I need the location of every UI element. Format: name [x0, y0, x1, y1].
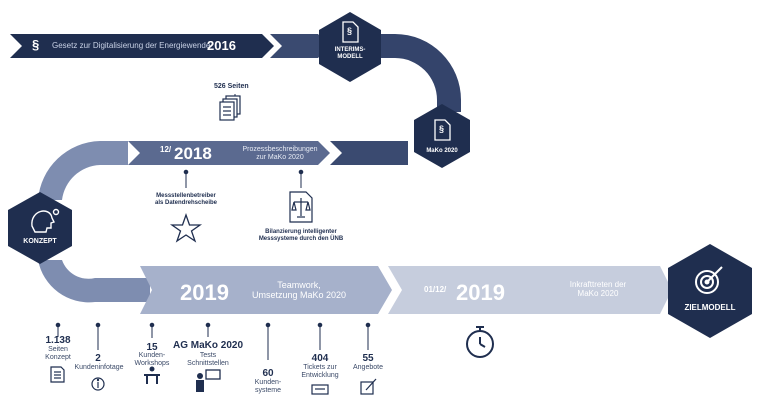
stat-404-value: 404 — [311, 353, 329, 364]
arrow-2016-link — [270, 34, 330, 58]
banner-2016-text: Gesetz zur Digitalisierung der Energiewe… — [52, 41, 211, 50]
stat-15-label: Kunden- Workshops — [134, 352, 170, 367]
stat-60-label: Kunden- systeme — [254, 379, 282, 394]
curve-upper-right — [370, 34, 461, 112]
curve-left — [38, 141, 128, 200]
stat-1138-label: Seiten Konzept — [45, 346, 71, 361]
arrow-2016 — [10, 34, 274, 58]
banner-2019-year: 2019 — [180, 280, 229, 305]
scales-document-icon — [289, 191, 313, 223]
workshop-icon — [144, 366, 160, 384]
ticket-icon — [311, 384, 329, 395]
hex-ziel — [668, 244, 752, 338]
mako-symbol: § — [439, 124, 445, 134]
pen-paper-icon — [360, 378, 377, 395]
banner-2018-year: 2018 — [174, 144, 212, 163]
stat-ag-label: Tests Schnittstellen — [187, 352, 229, 367]
banner-2019b-text: Inkrafttreten der MaKo 2020 — [569, 280, 627, 298]
stat-15-value: 15 — [146, 342, 158, 353]
arrow-2018 — [128, 141, 330, 165]
stat-ag-value: AG MaKo 2020 — [172, 340, 244, 351]
ziel-label: ZIELMODELL — [684, 303, 736, 312]
curve-left-lower — [38, 260, 150, 303]
documents-icon — [219, 95, 241, 121]
arrow-2019-b — [388, 266, 672, 314]
banner-2018-text: Prozessbeschreibungen zur MaKo 2020 — [242, 146, 318, 161]
banner-2019b-prefix: 01/12/ — [424, 285, 447, 294]
arrow-2019 — [140, 266, 392, 314]
banner-2016-year: 2016 — [207, 38, 236, 53]
target-icon — [695, 266, 723, 294]
hex-mako — [414, 104, 470, 168]
hex-konzept — [8, 192, 72, 264]
brain-gears-icon — [31, 208, 60, 233]
stat-1138-value: 1.138 — [45, 335, 71, 346]
hex-interims — [319, 12, 381, 82]
document-icon — [50, 366, 65, 383]
stat-60-value: 60 — [262, 368, 274, 379]
stat-404-label: Tickets zur Entwicklung — [301, 364, 339, 379]
interims-symbol: § — [347, 26, 353, 36]
star-icon — [169, 213, 203, 243]
section-symbol-2016: § — [32, 37, 40, 52]
pages-526-label: 526 Seiten — [214, 83, 249, 90]
info-icon — [91, 377, 105, 391]
stat-55-value: 55 — [362, 353, 374, 364]
messstellen-label: Messstellenbetreiber als Datendrehscheib… — [154, 193, 218, 206]
stat-55-label: Angebote — [353, 364, 383, 371]
arrow-mako-link — [330, 141, 408, 165]
banner-2019b-year: 2019 — [456, 280, 505, 305]
mako-document-icon — [434, 119, 451, 141]
presenter-icon — [196, 369, 221, 392]
stopwatch-icon — [466, 326, 494, 358]
stat-2-label: Kundeninfotage — [74, 364, 124, 371]
banner-2018-prefix: 12/ — [160, 145, 172, 154]
konzept-label: KONZEPT — [23, 238, 57, 245]
interims-label: INTERIMS- MODELL — [334, 47, 366, 60]
bilanzierung-label: Bilanzierung intelligenter Messsysteme d… — [258, 229, 344, 242]
interims-document-icon — [342, 21, 359, 43]
mako-label: MaKo 2020 — [426, 148, 458, 154]
banner-2019-text: Teamwork, Umsetzung MaKo 2020 — [251, 280, 347, 300]
stat-2-value: 2 — [95, 353, 101, 364]
